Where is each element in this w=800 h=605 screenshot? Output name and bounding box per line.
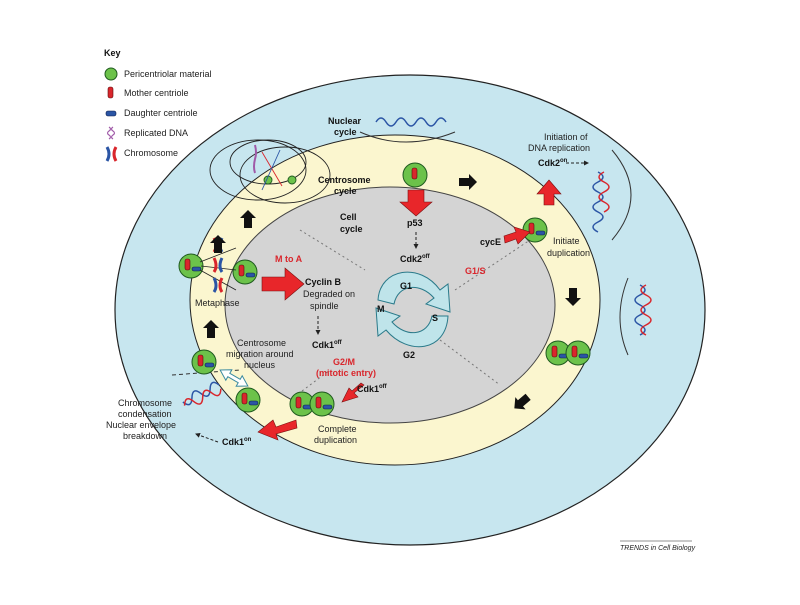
p53-label: p53 <box>407 218 423 228</box>
dna-wave-top <box>375 117 447 127</box>
nuclear-envelope-arc-top <box>359 131 456 143</box>
complete-duplication-label: Complete duplication <box>314 424 357 445</box>
centrosome-initiate <box>522 217 548 243</box>
cdk2-off-label: Cdk2off <box>400 254 431 264</box>
cdk1-on-label: Cdk1on <box>222 437 252 447</box>
replicated-dna-right <box>619 277 652 356</box>
red-arrow-m-to-a <box>261 267 305 301</box>
migration-label: Centrosome migration around nucleus <box>226 338 294 370</box>
cell-cycle-label: Cell cycle <box>340 212 363 234</box>
phase-g1: G1 <box>400 281 412 291</box>
mitotic-spindle <box>209 139 331 204</box>
svg-text:duplication: duplication <box>314 435 357 445</box>
red-arrow-cdk1on <box>257 419 298 441</box>
cyclin-b-label: Cyclin B Degraded on spindle <box>303 277 355 311</box>
svg-text:G2/M: G2/M <box>333 357 355 367</box>
svg-text:Nuclear: Nuclear <box>328 116 362 126</box>
dna-initiation-label: Initiation of DNA replication <box>528 132 590 153</box>
legend-label: Mother centriole <box>124 88 189 98</box>
svg-text:spindle: spindle <box>310 301 339 311</box>
svg-text:migration around: migration around <box>226 349 294 359</box>
mother-centriole-icon <box>107 86 114 99</box>
daughter-centriole-icon <box>105 110 117 117</box>
credit-text: TRENDS in Cell Biology <box>620 545 696 552</box>
svg-text:nucleus: nucleus <box>244 360 276 370</box>
metaphase-label: Metaphase <box>195 298 240 308</box>
svg-text:Centrosome: Centrosome <box>318 175 371 185</box>
dotted-dividers <box>289 229 531 401</box>
migration-arrow <box>219 369 249 387</box>
g2m-label: G2/M (mitotic entry) <box>316 357 376 378</box>
phase-m: M <box>377 304 385 314</box>
chromosome-icon <box>105 146 118 162</box>
condensation-label: Chromosome condensation Nuclear envelope… <box>106 398 176 441</box>
cell-cycle-core <box>224 186 556 424</box>
initiate-duplication-label: Initiate duplication <box>547 236 590 258</box>
svg-text:cycle: cycle <box>334 127 357 137</box>
svg-text:Cell: Cell <box>340 212 357 222</box>
svg-text:Initiate: Initiate <box>553 236 580 246</box>
nuclear-cycle-label: Nuclear cycle <box>328 116 362 137</box>
pcm-icon <box>104 67 118 81</box>
legend: Key Pericentriolar material Mother centr… <box>104 48 212 162</box>
replicating-dna-top-right <box>592 149 632 241</box>
svg-text:duplication: duplication <box>547 248 590 258</box>
m-to-a-label: M to A <box>275 254 303 264</box>
svg-text:Cyclin B: Cyclin B <box>305 277 342 287</box>
svg-text:Nuclear envelope: Nuclear envelope <box>106 420 176 430</box>
legend-label: Replicated DNA <box>124 128 188 138</box>
cdk1-off-inner-label: Cdk1off <box>312 340 343 350</box>
svg-text:Initiation of: Initiation of <box>544 132 588 142</box>
svg-text:Centrosome: Centrosome <box>237 338 286 348</box>
cyce-label: cycE <box>480 237 501 247</box>
svg-text:Degraded on: Degraded on <box>303 289 355 299</box>
phase-g2: G2 <box>403 350 415 360</box>
red-arrow-cyce <box>503 226 531 245</box>
red-arrow-p53 <box>399 189 433 217</box>
svg-text:(mitotic entry): (mitotic entry) <box>316 368 376 378</box>
legend-label: Daughter centriole <box>124 108 198 118</box>
phase-s: S <box>432 313 438 323</box>
centrosome-cycle-label: Centrosome cycle <box>318 175 371 196</box>
svg-text:breakdown: breakdown <box>123 431 167 441</box>
svg-text:Complete: Complete <box>318 424 357 434</box>
dashed-arrow-cdk1on <box>195 433 219 443</box>
legend-label: Chromosome <box>124 148 178 158</box>
legend-title: Key <box>104 48 121 58</box>
red-arrow-g2m <box>341 382 365 403</box>
svg-text:condensation: condensation <box>118 409 172 419</box>
cycle-arrows <box>375 271 451 348</box>
replicated-dna-icon <box>106 126 116 140</box>
svg-text:Chromosome: Chromosome <box>118 398 172 408</box>
cdk2-on-label: Cdk2on <box>538 158 568 168</box>
svg-text:cycle: cycle <box>334 186 357 196</box>
centrosome-migrating <box>191 349 217 375</box>
centrosome-top <box>402 162 428 188</box>
legend-label: Pericentriolar material <box>124 69 212 79</box>
cdk1-off-outer-label: Cdk1off <box>357 384 388 394</box>
svg-text:DNA replication: DNA replication <box>528 143 590 153</box>
red-arrow-dna-initiation <box>536 179 562 206</box>
centrosome-bottom-left <box>235 387 261 413</box>
g1s-label: G1/S <box>465 266 486 276</box>
svg-text:cycle: cycle <box>340 224 363 234</box>
